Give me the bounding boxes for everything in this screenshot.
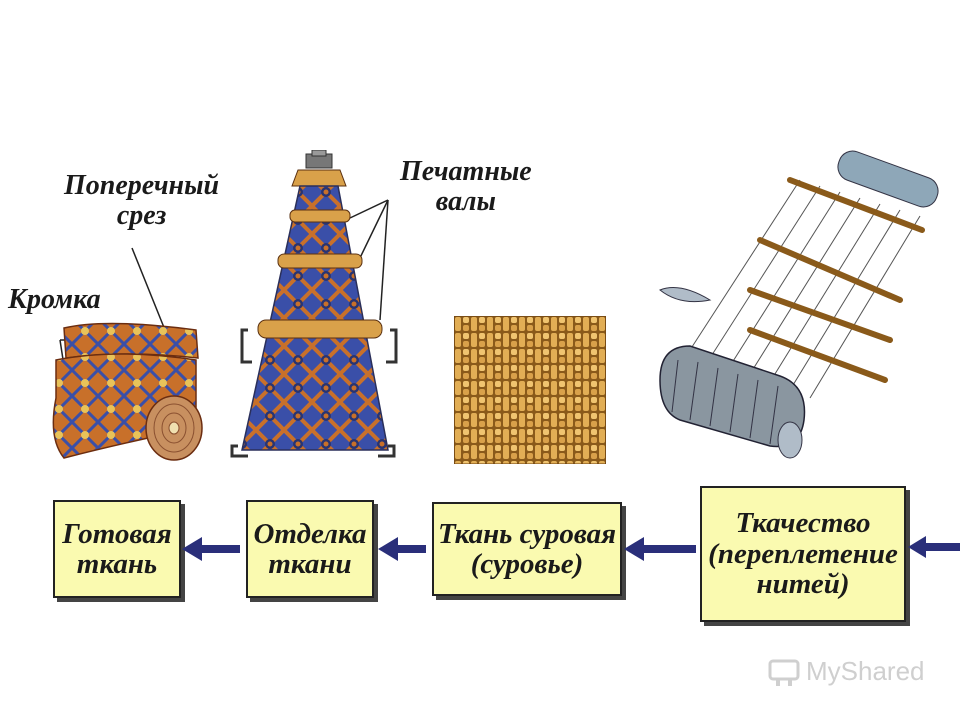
step-fabric-finishing-line-1: Отделка: [253, 517, 367, 550]
step-weaving: Ткачество (переплетение нитей): [700, 486, 906, 622]
watermark: MyShared: [768, 656, 925, 687]
step-weaving-line-3: нитей): [756, 568, 850, 601]
arrow-into-weaving: [908, 536, 960, 558]
printing-machine-illustration: [230, 150, 398, 458]
woven-fabric-swatch: [454, 316, 606, 464]
step-finished-fabric-line-2: ткань: [76, 548, 158, 580]
step-weaving-line-2: (переплетение: [708, 537, 898, 570]
step-fabric-finishing: Отделка ткани: [246, 500, 374, 598]
shuttle: [659, 287, 712, 303]
print-rollers-leader-2: [357, 199, 389, 263]
print-roller-1: [289, 209, 351, 223]
step-grey-fabric-line-1: Ткань суровая: [437, 517, 617, 550]
warp-beam: [837, 150, 939, 208]
step-grey-fabric: Ткань суровая (суровье): [432, 502, 622, 596]
print-rollers-label-line-2: валы: [435, 186, 496, 217]
cross-section-label: Поперечный срез: [64, 172, 219, 230]
print-rollers-label: Печатные валы: [400, 158, 532, 216]
selvage-label: Кромка: [8, 284, 101, 315]
step-finished-fabric: Готовая ткань: [53, 500, 181, 598]
watermark-text: MyShared: [806, 656, 925, 686]
projector-icon: [768, 659, 800, 686]
cross-section-leader: [131, 247, 166, 331]
loom-illustration: [659, 150, 939, 459]
step-weaving-line-1: Ткачество: [735, 507, 871, 540]
cloth-beam: [659, 345, 806, 448]
fabric-roll-illustration: [52, 322, 203, 461]
roll-top-fold: [63, 322, 199, 359]
loom-bar-2: [757, 237, 903, 303]
print-rollers-leader-3: [379, 199, 389, 321]
loom-bar-4: [747, 327, 888, 383]
loom-bar-1: [787, 177, 925, 233]
print-roller-2: [277, 253, 363, 269]
step-grey-fabric-line-2: (суровье): [470, 548, 584, 580]
step-finished-fabric-line-1: Готовая: [62, 517, 172, 550]
arrow-weaving-to-grey: [624, 537, 696, 561]
print-rollers-leader-1: [349, 199, 389, 219]
step-fabric-finishing-line-2: ткани: [268, 548, 352, 580]
print-rollers-label-line-1: Печатные: [400, 156, 532, 187]
arrow-finishing-to-finished: [182, 537, 240, 561]
cross-section-label-line-2: срез: [116, 200, 167, 231]
printed-fabric-sheet: [241, 185, 389, 451]
print-roller-3: [257, 319, 383, 339]
loom-bar-3: [747, 287, 893, 343]
cross-section-label-line-1: Поперечный: [64, 170, 220, 201]
arrow-grey-to-finishing: [378, 537, 426, 561]
